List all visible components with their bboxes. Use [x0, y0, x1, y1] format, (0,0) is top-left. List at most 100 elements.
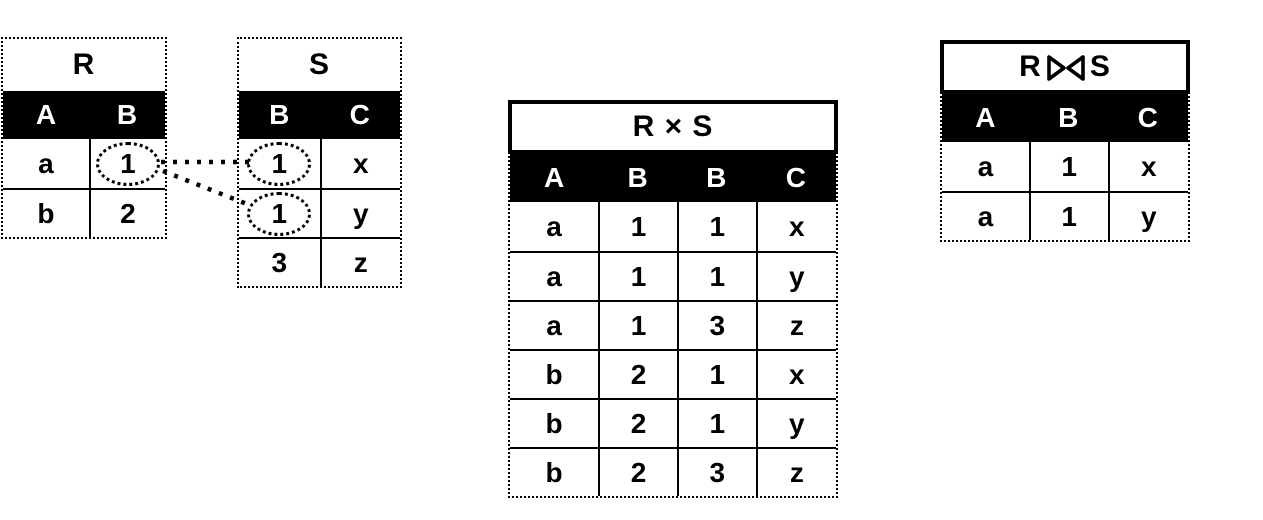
table-cell-S-r2-c0: 3	[239, 237, 320, 286]
table-cell-join-r0-c1: 1	[1028, 142, 1108, 191]
table-cell-product-r3-c2: 1	[676, 349, 756, 398]
table-cell-product-r0-c0: a	[510, 202, 599, 251]
table-cell-S-r1-c1: y	[319, 188, 400, 237]
cell-value: y	[789, 260, 805, 292]
table-cell-product-r5-c2: 3	[676, 447, 756, 496]
cell-value: 1	[630, 260, 647, 292]
join-title-right-operand: S	[1089, 50, 1111, 83]
cell-value: 3	[271, 246, 288, 278]
table-cell-product-r4-c0: b	[510, 398, 599, 447]
cell-value: 1	[271, 147, 288, 179]
table-cell-product-r4-c2: 1	[676, 398, 756, 447]
cell-value: 1	[709, 407, 726, 439]
cell-value: a	[546, 260, 562, 292]
column-header-S-1: C	[349, 99, 370, 130]
table-cell-product-r0-c3: x	[755, 202, 836, 251]
cell-value: 1	[630, 309, 647, 341]
table-cell-R-r0-c0: a	[3, 139, 89, 188]
cell-value: x	[1141, 150, 1157, 182]
cell-value: y	[789, 407, 805, 439]
cell-value: a	[546, 210, 562, 242]
table-cell-product-r5-c1: 2	[598, 447, 677, 496]
cell-value: y	[352, 197, 369, 229]
table-cell-S-r0-c0: 1	[239, 139, 320, 188]
natural-join-bowtie-icon	[1047, 55, 1085, 81]
table-cell-product-r0-c2: 1	[676, 202, 756, 251]
cell-value: a	[977, 150, 994, 182]
column-header-product-2: B	[706, 162, 727, 193]
column-header-product-0: A	[543, 162, 565, 193]
table-cell-product-r3-c0: b	[510, 349, 599, 398]
table-s-body: 1 x 1 y 3 z	[239, 139, 400, 286]
cell-value: 1	[271, 197, 288, 229]
table-cell-product-r1-c3: y	[755, 251, 836, 300]
cell-value: 1	[709, 260, 726, 292]
cell-value: 3	[709, 456, 726, 488]
table-cell-join-r1-c2: y	[1107, 191, 1188, 240]
table-r-title: R	[3, 39, 165, 91]
cell-value: 2	[630, 407, 647, 439]
cell-value: 1	[709, 210, 726, 242]
table-cell-product-r5-c3: z	[755, 447, 836, 496]
cell-value: 2	[630, 358, 647, 390]
cell-value: y	[1141, 200, 1157, 232]
table-cell-S-r0-c1: x	[319, 139, 400, 188]
table-cell-product-r2-c3: z	[755, 300, 836, 349]
column-header-R-0: A	[35, 99, 57, 130]
table-cell-join-r1-c0: a	[942, 191, 1029, 240]
table-cell-R-r0-c1: 1	[88, 139, 165, 188]
join-title-left-operand: R	[1019, 50, 1042, 83]
cell-value: z	[789, 309, 804, 341]
cell-value: 2	[120, 197, 136, 229]
table-cell-product-r0-c1: 1	[598, 202, 677, 251]
cell-value: 1	[709, 358, 726, 390]
cell-value: b	[545, 407, 563, 439]
table-s-title: S	[239, 39, 400, 91]
cell-value: a	[546, 309, 562, 341]
cell-value: z	[353, 246, 368, 278]
cell-value: 3	[709, 309, 726, 341]
cell-value: 2	[630, 456, 647, 488]
cell-value: 1	[1061, 150, 1077, 182]
column-header-join-2: C	[1137, 102, 1158, 133]
table-cell-product-r2-c0: a	[510, 300, 599, 349]
cell-value: a	[38, 147, 54, 179]
cell-value: a	[977, 200, 994, 232]
column-header-R-1: B	[116, 99, 138, 130]
table-cell-product-r5-c0: b	[510, 447, 599, 496]
table-cell-S-r2-c1: z	[319, 237, 400, 286]
cell-value: 1	[120, 147, 136, 179]
cell-value: z	[789, 456, 804, 488]
column-header-join-0: A	[975, 102, 996, 133]
cell-value: 1	[1061, 200, 1077, 232]
cell-value: b	[37, 197, 55, 229]
table-natural-join-body: a 1 x a 1 y	[942, 142, 1188, 240]
table-cell-product-r1-c0: a	[510, 251, 599, 300]
table-cell-product-r3-c3: x	[755, 349, 836, 398]
column-header-S-0: B	[269, 99, 290, 130]
cell-value: x	[352, 147, 369, 179]
table-cell-S-r1-c0: 1	[239, 188, 320, 237]
table-cell-product-r2-c1: 1	[598, 300, 677, 349]
column-header-product-1: B	[627, 162, 648, 193]
cell-value: x	[789, 358, 805, 390]
table-cell-product-r1-c1: 1	[598, 251, 677, 300]
table-r-body: a 1 b 2	[3, 139, 165, 237]
table-cell-join-r1-c1: 1	[1028, 191, 1108, 240]
table-cell-product-r1-c2: 1	[676, 251, 756, 300]
table-natural-join-title: R S	[940, 40, 1190, 94]
cell-value: b	[545, 358, 563, 390]
table-cell-join-r0-c0: a	[942, 142, 1029, 191]
cell-value: x	[789, 210, 805, 242]
table-cartesian-product-title: R × S	[508, 100, 838, 154]
cell-value: 1	[630, 210, 647, 242]
table-cell-product-r4-c3: y	[755, 398, 836, 447]
